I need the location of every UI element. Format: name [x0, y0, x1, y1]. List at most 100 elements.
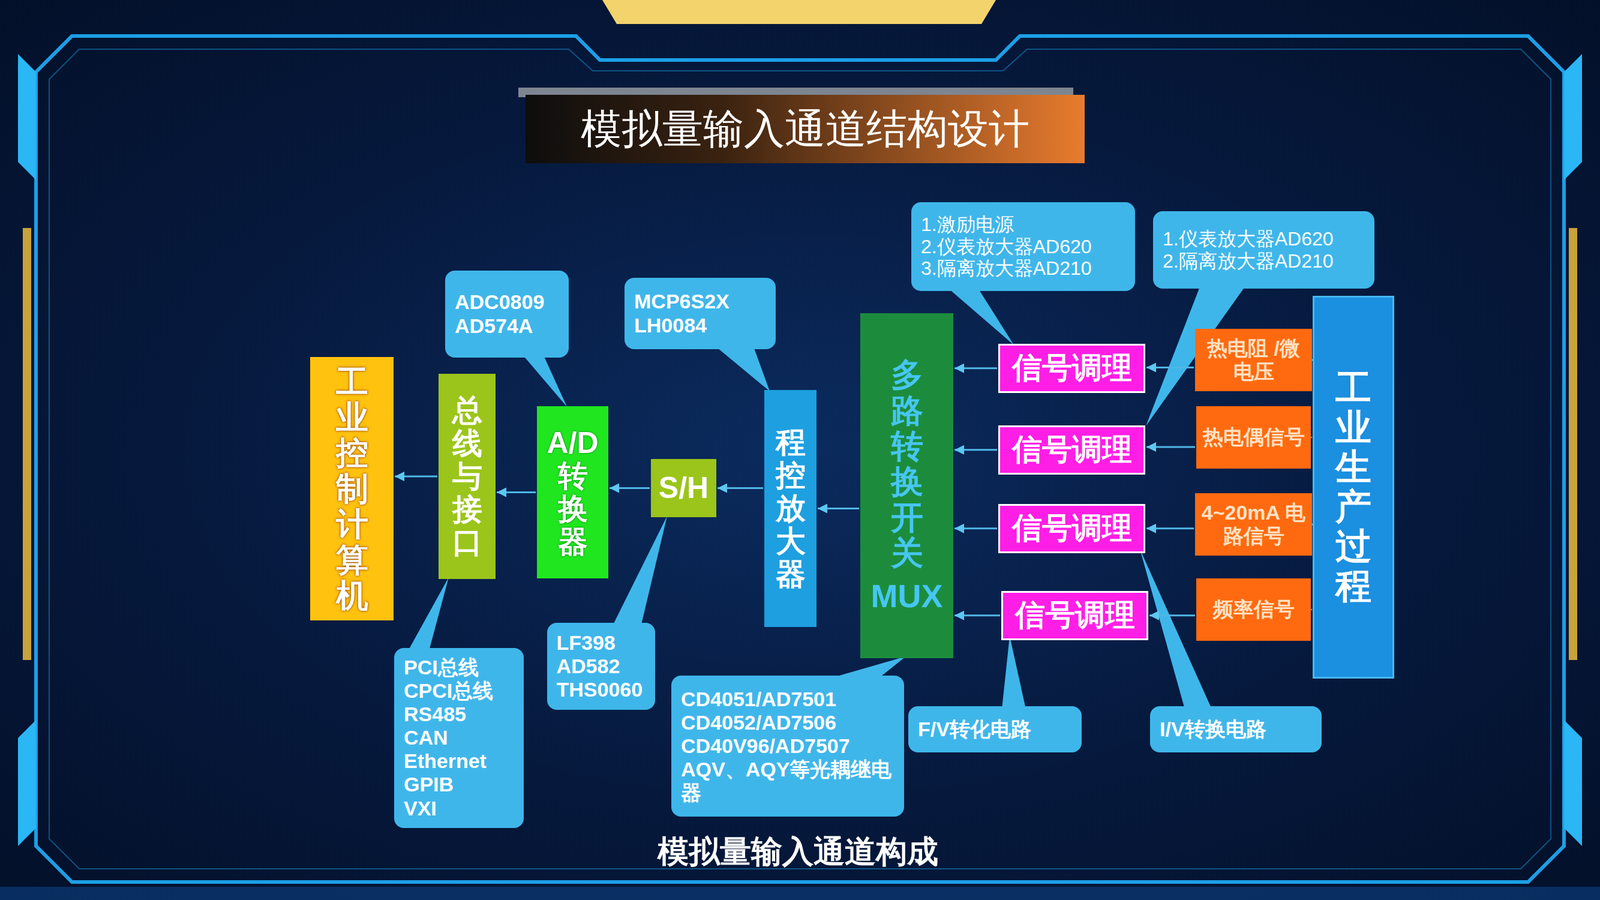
text-holder: 频率信号	[1213, 597, 1295, 621]
node-label: 程控放大器	[775, 425, 806, 591]
signal-connector	[817, 507, 860, 510]
text-holder: 热电阻 /微电压	[1198, 336, 1309, 384]
callout-tail	[407, 577, 449, 651]
mux-box: 多路转换开关 MUX	[860, 313, 954, 659]
pga-box: 程控放大器	[764, 389, 817, 627]
sensor-signal-box: 热电偶信号	[1196, 406, 1311, 469]
node-label: 3.隔离放大器AD210	[920, 257, 1092, 280]
node-label: Ethernet	[403, 749, 487, 773]
node-label: CPCI总线	[403, 679, 494, 703]
callout-tail	[713, 344, 770, 392]
node-label: 频率信号	[1213, 597, 1295, 621]
frame-inner-line	[49, 49, 1551, 869]
frame-corner	[17, 53, 36, 180]
signal-connector	[717, 487, 764, 489]
text-holder: 热电偶信号	[1202, 425, 1305, 449]
callout-box: 1.激励电源2.仪表放大器AD6203.隔离放大器AD210	[911, 202, 1136, 291]
callout-tail	[947, 287, 1014, 345]
text-holder: 1.仪表放大器AD6202.隔离放大器AD210	[1162, 227, 1365, 273]
text-holder: 程控放大器	[775, 425, 806, 591]
bottom-band	[0, 886, 1600, 900]
node-label: 工业控制计算机	[335, 364, 369, 614]
computer-box: 工业控制计算机	[310, 356, 394, 621]
callout-box: 1.仪表放大器AD6202.隔离放大器AD210	[1153, 211, 1375, 289]
node-label: 总线与接口	[452, 394, 483, 560]
node-label: 工业生产过程	[1335, 368, 1372, 606]
text-holder: LF398AD582THS0060	[556, 631, 646, 702]
node-label: I/V转换电路	[1159, 717, 1267, 741]
text-holder: 总线与接口	[452, 394, 483, 560]
frame-corner	[1564, 53, 1583, 180]
signal-connector	[1146, 527, 1194, 530]
signal-connector	[1146, 446, 1196, 449]
signal-connector	[394, 475, 438, 478]
node-label: 2.隔离放大器AD210	[1162, 250, 1334, 273]
sample-hold-box: S/H	[650, 458, 717, 518]
side-accent-bar	[1568, 227, 1578, 660]
callout-box: I/V转换电路	[1150, 706, 1322, 753]
node-label: CAN	[403, 725, 449, 750]
text-holder: 1.激励电源2.仪表放大器AD6203.隔离放大器AD210	[920, 213, 1126, 280]
node-label: 信号调理	[1012, 350, 1133, 386]
node-label: LF398	[556, 631, 616, 655]
signal-connector	[954, 614, 1001, 617]
node-label: AD582	[556, 654, 621, 678]
page-title: 模拟量输入通道结构设计	[525, 94, 1085, 164]
callout-tail	[611, 515, 668, 627]
callout-box: F/V转化电路	[908, 706, 1082, 753]
node-label: 热电阻 /微电压	[1198, 336, 1309, 384]
node-label: 4~20mA 电路信号	[1198, 500, 1309, 548]
callout-box: CD4051/AD7501CD4052/AD7506CD40V96/AD7507…	[671, 675, 905, 817]
node-label: CD4052/AD7506	[680, 710, 837, 735]
node-label: VXI	[403, 796, 437, 821]
callout-box: ADC0809AD574A	[445, 270, 569, 358]
node-label: 多路转换开关	[890, 356, 924, 571]
node-label: PCI总线	[403, 655, 479, 680]
node-label: CD40V96/AD7507	[680, 734, 851, 758]
signal-connector	[954, 448, 998, 451]
bus-interface-box: 总线与接口	[438, 373, 496, 579]
node-label: GPIB	[403, 772, 454, 797]
node-label: ADC0809	[454, 290, 545, 314]
node-label: RS485	[403, 702, 467, 726]
frame-corner	[1564, 719, 1583, 846]
callout-box: MCP6S2XLH0084	[624, 277, 776, 350]
callout-box: LF398AD582THS0060	[547, 622, 656, 710]
node-label: THS0060	[556, 677, 644, 702]
text-holder: 信号调理	[1012, 350, 1133, 386]
node-label: A/D转换器	[544, 426, 602, 559]
node-label: LH0084	[634, 313, 707, 338]
process-box: 工业生产过程	[1312, 295, 1395, 679]
signal-connector	[954, 527, 998, 530]
signal-connector	[954, 367, 998, 369]
text-holder: 信号调理	[1012, 432, 1133, 468]
node-label: 信号调理	[1012, 511, 1133, 546]
conditioning-box: 信号调理	[1001, 590, 1149, 641]
node-label: AD574A	[454, 314, 533, 338]
signal-connector	[1311, 608, 1313, 611]
callout-tail	[1001, 635, 1026, 710]
text-holder: PCI总线CPCI总线RS485CANEthernetGPIBVXI	[403, 655, 515, 821]
text-holder: CD4051/AD7501CD4052/AD7506CD40V96/AD7507…	[680, 687, 895, 805]
callout-tail	[521, 353, 567, 407]
node-label: 热电偶信号	[1202, 425, 1305, 449]
node-label: MCP6S2X	[634, 289, 730, 314]
text-holder: I/V转换电路	[1159, 717, 1313, 741]
signal-connector	[609, 487, 650, 489]
text-holder: F/V转化电路	[917, 717, 1073, 741]
text-holder: 工业生产过程	[1335, 368, 1372, 606]
node-label: AQV、AQY等光耦继电器	[680, 757, 895, 805]
node-label: 1.激励电源	[920, 213, 1014, 236]
top-accent-bar	[602, 0, 996, 24]
callout-box: PCI总线CPCI总线RS485CANEthernetGPIBVXI	[394, 647, 524, 828]
text-holder: 信号调理	[1012, 511, 1133, 546]
node-label: F/V转化电路	[917, 717, 1032, 741]
frame-border	[35, 35, 1565, 882]
sensor-signal-box: 4~20mA 电路信号	[1195, 493, 1313, 556]
signal-connector	[1146, 366, 1194, 369]
text-holder: 多路转换开关 MUX	[871, 356, 944, 614]
node-label: 1.仪表放大器AD620	[1162, 227, 1334, 251]
node-label: MUX	[871, 577, 944, 615]
text-holder: ADC0809AD574A	[454, 290, 560, 338]
conditioning-box: 信号调理	[998, 503, 1146, 554]
